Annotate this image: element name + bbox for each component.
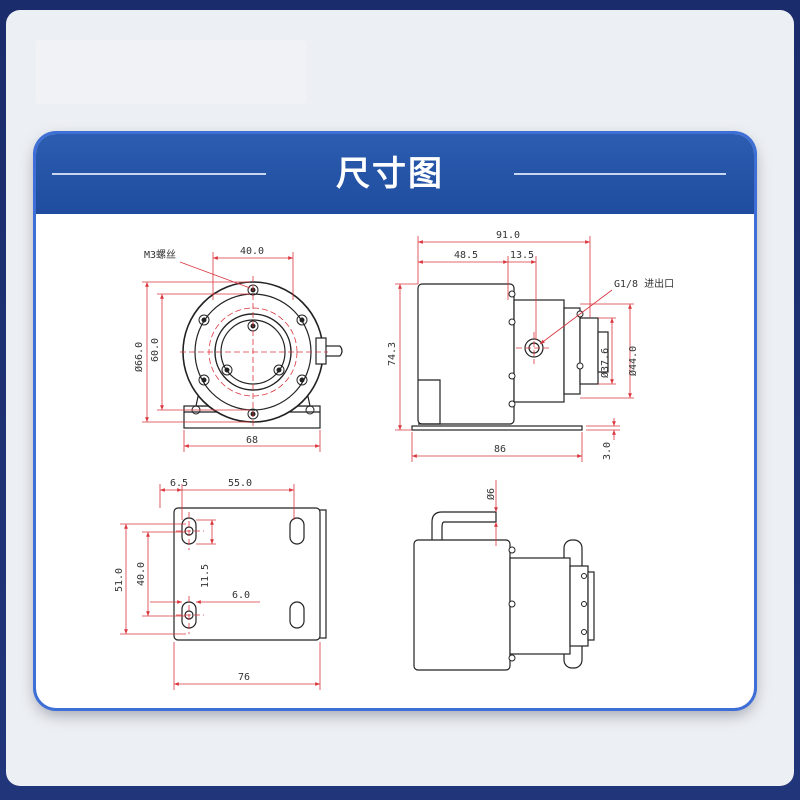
card-title: 尺寸图 bbox=[336, 154, 444, 194]
dim-inner: 60.0 bbox=[150, 338, 161, 362]
front-view-dimensions bbox=[142, 252, 321, 452]
dim-port-offset: 13.5 bbox=[510, 250, 534, 261]
dim-head-dia: Ø44.0 bbox=[627, 346, 639, 376]
rear-view bbox=[413, 511, 595, 671]
dim-base-width: 68 bbox=[246, 435, 258, 446]
dim-base-thickness: 3.0 bbox=[602, 442, 613, 460]
header-placeholder bbox=[36, 40, 306, 104]
dim-plate-width: 76 bbox=[238, 672, 250, 683]
dim-hose-dia: Ø6 bbox=[485, 488, 497, 500]
dim-hole-spacing-y: 40.0 bbox=[136, 562, 147, 586]
dim-slot-width: 6.0 bbox=[232, 590, 250, 601]
dim-height: 74.3 bbox=[387, 342, 398, 366]
dim-slot-length: 11.5 bbox=[200, 564, 211, 588]
header-divider-right bbox=[514, 173, 726, 175]
front-view-centerlines bbox=[180, 276, 328, 428]
dim-slot-offset: 6.5 bbox=[170, 478, 188, 489]
side-view bbox=[411, 283, 609, 431]
side-view-centerlines bbox=[516, 332, 552, 364]
card-header: 尺寸图 bbox=[36, 134, 754, 214]
dim-outer-dia: Ø66.0 bbox=[133, 342, 145, 372]
dim-hole-spacing-x: 55.0 bbox=[228, 478, 252, 489]
dim-motor-length: 48.5 bbox=[454, 250, 478, 261]
port-label: G1/8 进出口 bbox=[614, 277, 674, 290]
dim-pump-dia: Ø37.6 bbox=[599, 348, 611, 378]
bottom-view-dimensions bbox=[120, 484, 321, 690]
dim-base-length: 86 bbox=[494, 444, 506, 455]
bottom-view bbox=[173, 507, 327, 641]
thread-label: M3螺丝 bbox=[144, 249, 176, 261]
header-divider-left bbox=[52, 173, 266, 175]
front-view bbox=[182, 281, 343, 429]
dim-total-length: 91.0 bbox=[496, 230, 520, 241]
dim-plate-height: 51.0 bbox=[114, 568, 125, 592]
bottom-view-centerlines bbox=[176, 512, 204, 634]
dim-bolt-spacing: 40.0 bbox=[240, 246, 264, 257]
dimension-card: 尺寸图 bbox=[36, 134, 754, 708]
side-view-dimensions bbox=[395, 236, 634, 462]
